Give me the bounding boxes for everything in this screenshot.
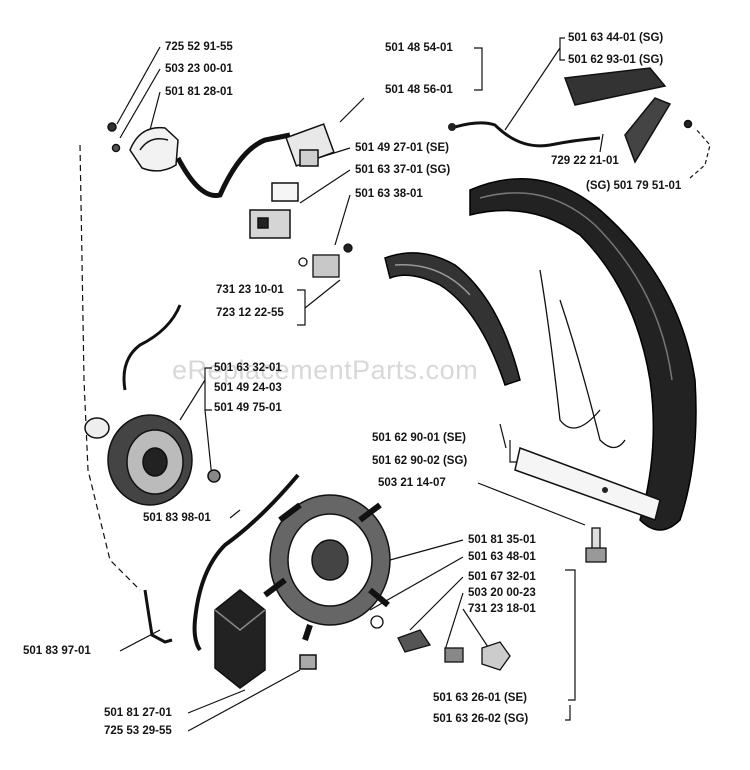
leader-731-723 — [304, 279, 341, 309]
handle-bar-part — [469, 178, 697, 531]
leader-503-23-00-01 — [119, 68, 161, 139]
coil-cable — [175, 132, 291, 199]
label-501-79-51-01: (SG) 501 79 51-01 — [586, 180, 682, 192]
generator-part — [84, 414, 221, 506]
leader-501-83-98 — [229, 509, 241, 519]
leader-503-20-00 — [444, 592, 464, 651]
label-501-63-32-01: 501 63 32-01 — [214, 362, 282, 374]
label-501-63-37-01: 501 63 37-01 (SG) — [355, 164, 451, 176]
bracket-501-63-32 — [204, 367, 212, 411]
dashed-wire — [79, 144, 141, 591]
leader-501-48 — [339, 97, 365, 123]
label-501-48-54-01: 501 48 54-01 — [385, 42, 453, 54]
leader-501-62-90 — [499, 423, 507, 449]
label-501-63-48-01: 501 63 48-01 — [468, 551, 536, 563]
handle-wires — [539, 269, 626, 449]
label-501-63-26-01: 501 63 26-01 (SE) — [433, 692, 527, 704]
label-501-81-27-01: 501 81 27-01 — [104, 707, 172, 719]
label-501-83-98-01: 501 83 98-01 — [143, 512, 211, 524]
leader-725-52-91-55 — [116, 46, 161, 125]
label-501-62-90-01: 501 62 90-01 (SE) — [372, 432, 466, 444]
bracket-501-63-44 — [559, 37, 565, 61]
leader-501-79-51 — [689, 127, 711, 179]
ignition-lead — [122, 304, 182, 391]
bracket-plate-part — [514, 446, 661, 521]
leader-501-63-38 — [334, 194, 351, 246]
heater-pad-part — [563, 67, 693, 164]
leader-501-63-37 — [299, 169, 351, 204]
leader-731-23-18 — [462, 608, 491, 651]
label-503-21-14-07: 503 21 14-07 — [378, 477, 446, 489]
flywheel-part — [263, 494, 391, 641]
label-731-23-10-01: 731 23 10-01 — [216, 284, 284, 296]
label-729-22-21-01: 729 22 21-01 — [551, 155, 619, 167]
label-501-63-44-01: 501 63 44-01 (SG) — [568, 32, 664, 44]
heater-wire — [454, 121, 601, 148]
leader-725-53-29 — [187, 669, 301, 732]
leader-501-81-28-01 — [149, 91, 161, 131]
bracket-501-63-26 — [565, 569, 576, 701]
label-501-62-90-02: 501 62 90-02 (SG) — [372, 455, 468, 467]
leader-501-67-32 — [409, 576, 464, 631]
label-501-81-28-01: 501 81 28-01 — [165, 86, 233, 98]
label-725-53-29-55: 725 53 29-55 — [104, 725, 172, 737]
label-501-81-35-01: 501 81 35-01 — [468, 534, 536, 546]
leader-501-83-97 — [119, 629, 161, 652]
leader-501-81-35 — [389, 539, 464, 561]
ignition-coil-part — [107, 122, 179, 172]
leader-501-49-75 — [204, 409, 213, 479]
label-501-67-32-01: 501 67 32-01 — [468, 571, 536, 583]
stop-switch-part — [298, 243, 353, 278]
label-503-23-00-01: 503 23 00-01 — [165, 63, 233, 75]
label-501-49-24-03: 501 49 24-03 — [214, 382, 282, 394]
leader-501-63-44 — [504, 47, 561, 131]
label-731-23-18-01: 731 23 18-01 — [468, 603, 536, 615]
module-part — [214, 589, 317, 689]
leader-503-21-14 — [477, 482, 586, 526]
watermark: eReplacementParts.com — [172, 355, 479, 385]
label-501-62-93-01: 501 62 93-01 (SG) — [568, 54, 664, 66]
label-503-20-00-23: 503 20 00-23 — [468, 587, 536, 599]
label-501-63-38-01: 501 63 38-01 — [355, 188, 423, 200]
label-725-52-91-55: 725 52 91-55 — [165, 41, 233, 53]
leader-501-81-27 — [187, 689, 246, 714]
label-501-63-26-02: 501 63 26-02 (SG) — [433, 713, 529, 725]
bracket-501-63-26-b — [565, 705, 571, 721]
bracket-501-48 — [474, 47, 483, 91]
label-501-49-27-01: 501 49 27-01 (SE) — [355, 142, 449, 154]
label-501-49-75-01: 501 49 75-01 — [214, 402, 282, 414]
leader-501-63-32 — [179, 379, 206, 421]
screw-part — [585, 527, 607, 563]
cable-98 — [192, 473, 300, 652]
grip-part — [384, 252, 521, 386]
cable-97 — [143, 589, 173, 644]
label-501-83-97-01: 501 83 97-01 — [23, 645, 91, 657]
leader-729-22-21 — [599, 133, 604, 153]
switch-part — [249, 123, 335, 239]
label-501-48-56-01: 501 48 56-01 — [385, 84, 453, 96]
bracket-731-723 — [297, 289, 306, 326]
small-hardware — [370, 615, 511, 671]
label-723-12-22-55: 723 12 22-55 — [216, 307, 284, 319]
